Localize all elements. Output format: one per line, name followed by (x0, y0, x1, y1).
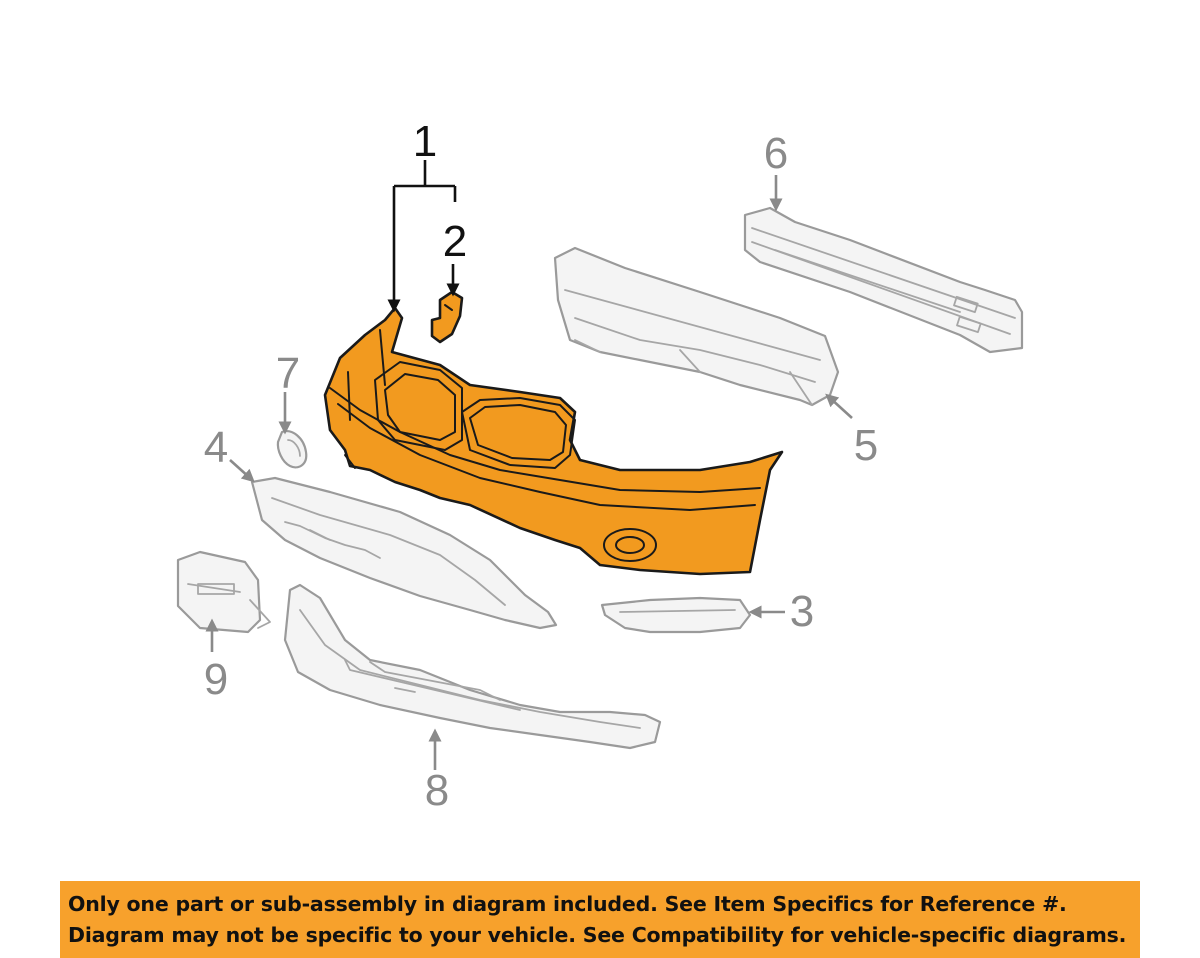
disclaimer-line-2: Diagram may not be specific to your vehi… (68, 922, 1127, 947)
part-6-reinforcement (743, 206, 1024, 354)
part-3-molding (600, 596, 752, 634)
callout-5: 5 (854, 421, 878, 470)
part-4-lower-valance (250, 476, 558, 630)
disclaimer-banner: Only one part or sub-assembly in diagram… (60, 881, 1140, 958)
part-8-lower-support (283, 583, 662, 750)
callout-2: 2 (443, 217, 467, 266)
part-2-bracket (430, 290, 464, 344)
callout-4: 4 (204, 423, 228, 472)
disclaimer-line-1: Only one part or sub-assembly in diagram… (68, 891, 1067, 916)
part-9-bracket (176, 550, 271, 634)
callout-9: 9 (204, 655, 228, 704)
callout-1: 1 (413, 117, 437, 166)
callout-3: 3 (790, 587, 814, 636)
leader-lines (205, 160, 853, 770)
callout-8: 8 (425, 766, 449, 815)
parts-diagram: 1 2 3 4 5 6 7 8 9 (176, 117, 1024, 815)
part-5-absorber (553, 246, 840, 407)
callout-7: 7 (276, 349, 300, 398)
part-7-cap (276, 430, 308, 469)
callout-6: 6 (764, 129, 788, 178)
part-1-bumper-cover (323, 306, 784, 576)
